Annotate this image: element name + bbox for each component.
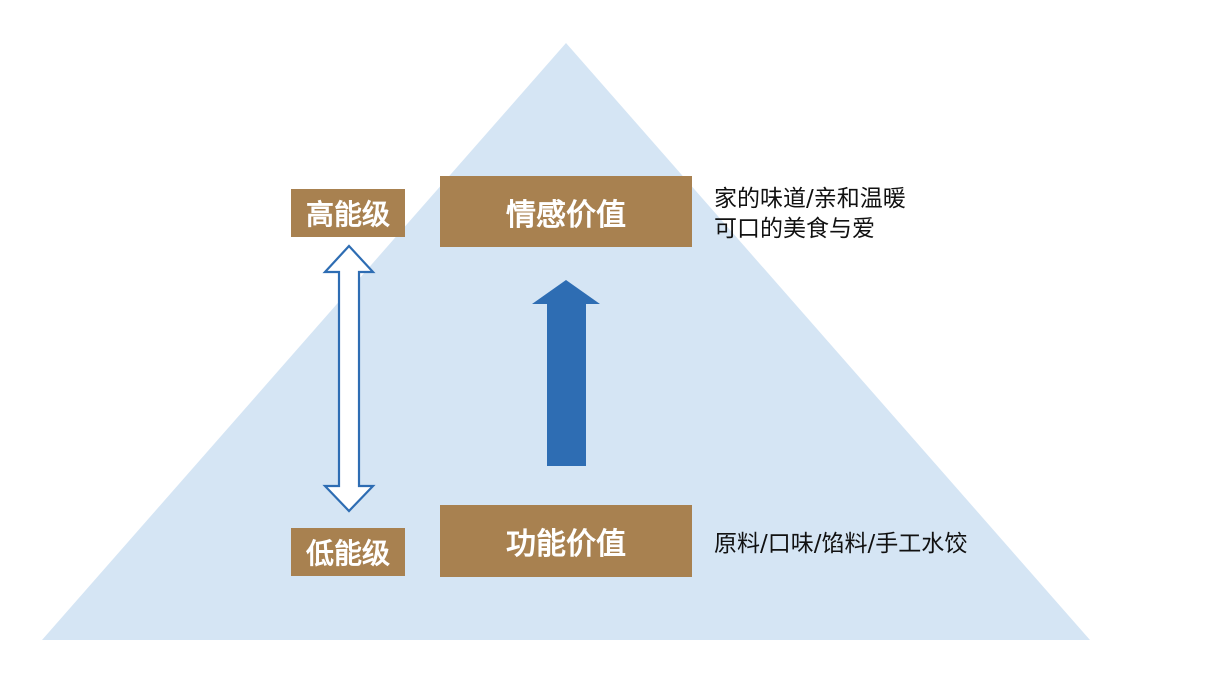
functional-description-line-1: 原料/口味/馅料/手工水饺	[714, 531, 968, 557]
high-level-label: 高能级	[291, 189, 405, 237]
functional-value-description: 原料/口味/馅料/手工水饺	[714, 529, 967, 559]
emotional-value-description: 家的味道/亲和温暖 可口的美食与爱	[714, 184, 906, 244]
emotional-description-line-1: 家的味道/亲和温暖	[714, 186, 906, 212]
low-level-label: 低能级	[291, 528, 405, 576]
arrow-up-icon	[532, 280, 600, 466]
emotional-value-box: 情感价值	[440, 176, 692, 247]
emotional-description-line-2: 可口的美食与爱	[714, 216, 875, 242]
functional-value-box: 功能价值	[440, 505, 692, 577]
double-headed-arrow-icon	[322, 244, 376, 513]
